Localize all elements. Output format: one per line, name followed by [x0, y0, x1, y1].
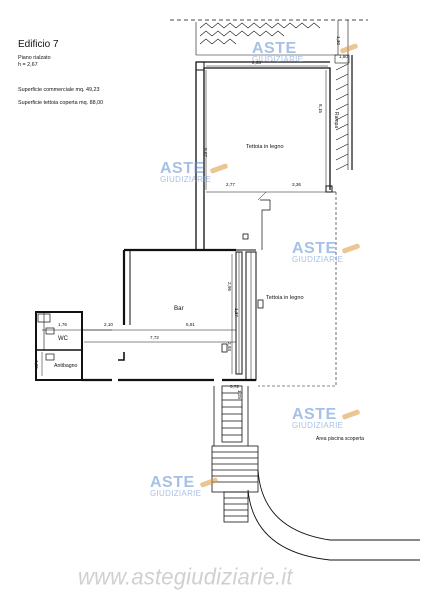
room-tettoia-right: Tettoia in legno [266, 295, 304, 301]
dim-label: 2,93 [227, 342, 232, 351]
watermark-brand-bottom: GIUDIZIARIE [150, 489, 202, 499]
height-label: h = 2,67 [18, 62, 38, 68]
room-rampa: Rampa [333, 112, 339, 129]
watermark-logo: ASTE GIUDIZIARIE [292, 240, 361, 265]
watermark-brand-top: ASTE [252, 40, 297, 57]
dim-label: 3,36 [292, 182, 301, 187]
dim-label: 1,30 [336, 36, 341, 45]
dim-label: 0,72 [230, 384, 239, 389]
room-wc: WC [58, 336, 68, 342]
watermark-logo: ASTE GIUDIZIARIE [292, 406, 361, 431]
watermark-brand-top: ASTE [160, 160, 205, 177]
dim-label: 8,67 [203, 148, 208, 157]
drawing-title: Edificio 7 [18, 39, 59, 50]
watermark-brand-bottom: GIUDIZIARIE [292, 421, 344, 431]
watermark-brand-top: ASTE [292, 406, 337, 423]
watermark-brand-top: ASTE [150, 474, 195, 491]
watermark-brand-top: ASTE [292, 240, 337, 257]
watermark-logo: ASTE GIUDIZIARIE [150, 474, 219, 499]
dim-label: 2,10 [104, 322, 113, 327]
dim-label: 1,76 [58, 322, 67, 327]
dim-label: 1,25 [237, 390, 242, 399]
dim-label: 1,37 [234, 308, 239, 317]
room-bar: Bar [174, 305, 184, 312]
dim-label: 5,81 [186, 322, 195, 327]
footer-url-watermark: www.astegiudiziarie.it [78, 563, 293, 590]
dim-label: 1,05 [34, 360, 39, 369]
watermark-brand-bottom: GIUDIZIARIE [292, 255, 344, 265]
room-piscina: Area piscina scoperta [316, 436, 365, 442]
watermark-brand-bottom: GIUDIZIARIE [252, 55, 304, 65]
room-tettoia-top: Tettoia in legno [246, 144, 284, 150]
watermark-logo: ASTE GIUDIZIARIE [160, 160, 229, 185]
commercial-area-label: Superficie commerciale mq. 49,23 [18, 87, 100, 93]
dim-label: 8,15 [318, 104, 323, 113]
dim-label: 7,72 [150, 335, 159, 340]
dim-label: 2,53 [252, 60, 261, 65]
room-antibagno: Antibagno [54, 363, 78, 369]
watermark-brand-bottom: GIUDIZIARIE [160, 175, 212, 185]
dim-label: 2,77 [226, 182, 235, 187]
dim-label: 2,96 [227, 282, 232, 291]
floor-label: Piano rialzato [18, 55, 51, 61]
watermark-logo: ASTE GIUDIZIARIE [252, 40, 359, 65]
canopy-area-label: Superficie tettoia coperta mq. 88,00 [18, 100, 104, 106]
dim-label: 1,80 [339, 54, 348, 59]
